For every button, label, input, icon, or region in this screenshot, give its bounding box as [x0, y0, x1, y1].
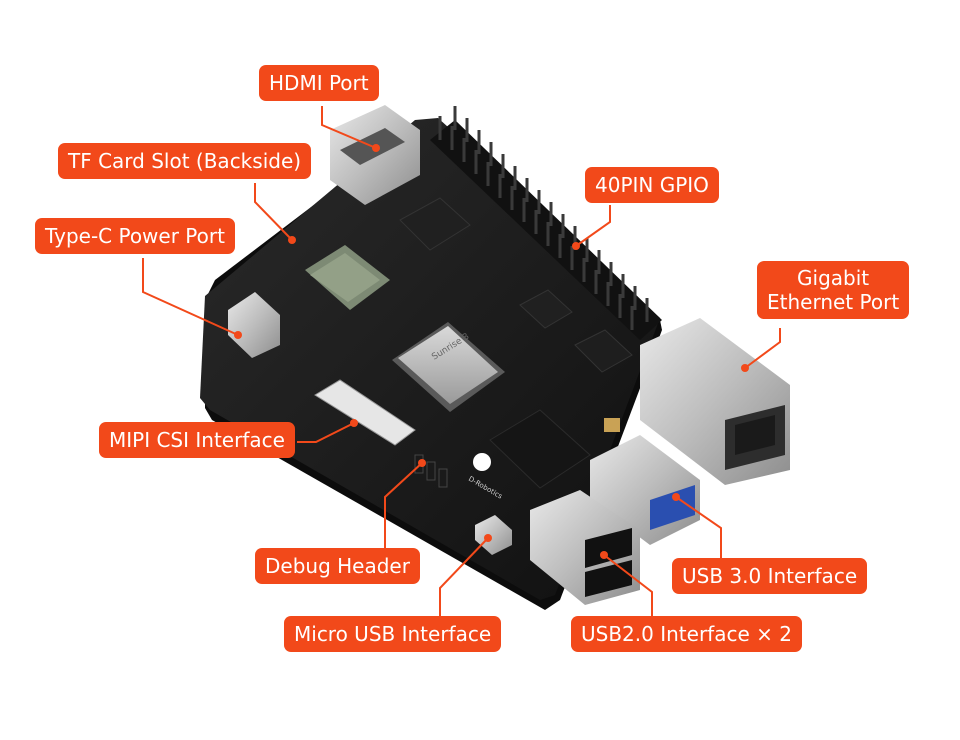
dot-hdmi	[372, 144, 380, 152]
wifi-module-shape	[305, 245, 390, 310]
leader-hdmi	[321, 106, 377, 149]
callout-micro-usb: Micro USB Interface	[284, 616, 502, 652]
dot-type-c	[234, 331, 242, 339]
leader-ethernet	[744, 328, 781, 369]
callout-gpio-label: 40PIN GPIO	[595, 173, 709, 197]
callout-type-c-power-port: Type-C Power Port	[35, 218, 235, 254]
dot-tf-card	[288, 236, 296, 244]
callout-usb3: USB 3.0 Interface	[672, 558, 868, 594]
dot-usb2	[600, 551, 608, 559]
leader-mipi	[297, 422, 355, 443]
callout-tf-card-slot: TF Card Slot (Backside)	[58, 143, 312, 179]
callout-micro-usb-label: Micro USB Interface	[294, 622, 492, 646]
callout-usb2: USB2.0 Interface × 2	[571, 616, 802, 652]
callout-debug-label: Debug Header	[265, 554, 410, 578]
leader-micro-usb	[439, 537, 489, 617]
brand-logo-icon	[473, 453, 491, 471]
callout-ethernet-line1: Gigabit	[797, 266, 870, 290]
callout-hdmi-port: HDMI Port	[259, 65, 379, 101]
ethernet-jack-shape	[640, 318, 790, 485]
leader-usb2	[603, 554, 653, 617]
leader-tf-card	[254, 183, 293, 241]
leader-usb3	[675, 496, 722, 558]
usb2-ports-shape	[530, 490, 640, 605]
leader-type-c	[142, 258, 239, 336]
callout-gpio: 40PIN GPIO	[585, 167, 719, 203]
soc-chip-shape: Sunrise 3	[392, 322, 505, 412]
chip-a	[399, 197, 471, 251]
callout-usb3-label: USB 3.0 Interface	[682, 564, 858, 588]
dot-micro-usb	[484, 534, 492, 542]
callout-tf-card-label: TF Card Slot (Backside)	[68, 149, 302, 173]
callout-type-c-label: Type-C Power Port	[45, 224, 225, 248]
gpio-header	[430, 106, 662, 340]
dot-usb3	[672, 493, 680, 501]
callout-ethernet-line2: Ethernet Port	[767, 290, 900, 314]
dot-debug	[418, 459, 426, 467]
callout-mipi-label: MIPI CSI Interface	[109, 428, 285, 452]
callout-mipi-csi: MIPI CSI Interface	[99, 422, 295, 458]
callout-hdmi-label: HDMI Port	[269, 71, 369, 95]
chip-b	[519, 289, 573, 329]
leader-debug	[384, 462, 423, 568]
microusb-connector-shape	[475, 515, 512, 555]
dot-ethernet	[741, 364, 749, 372]
dot-mipi	[350, 419, 358, 427]
dot-gpio	[572, 242, 580, 250]
gold-component	[604, 418, 620, 432]
callout-debug-header: Debug Header	[255, 548, 420, 584]
callout-usb2-label: USB2.0 Interface × 2	[581, 622, 792, 646]
mipi-connector-shape	[314, 379, 416, 446]
typec-connector-shape	[228, 292, 280, 358]
callout-ethernet-port: Gigabit Ethernet Port	[757, 261, 910, 319]
leader-gpio	[575, 205, 611, 247]
chip-c	[574, 329, 633, 373]
memory-chip	[489, 409, 591, 489]
